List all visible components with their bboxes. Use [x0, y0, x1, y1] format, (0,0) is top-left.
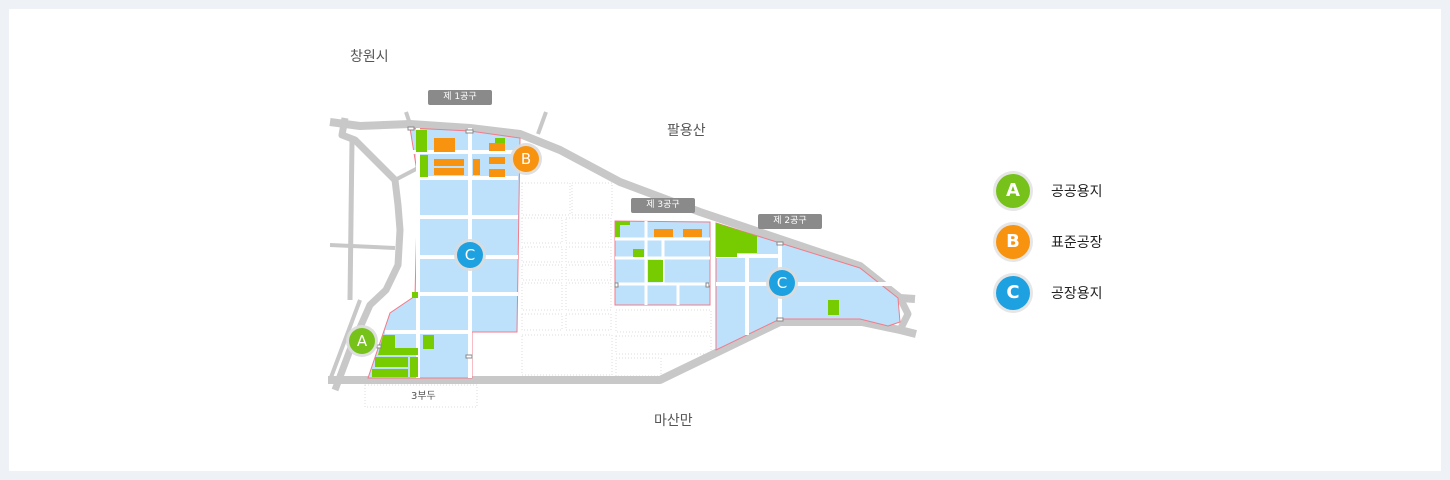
zone-3-area [614, 220, 711, 306]
zone-3-tag: 제 3공구 [631, 198, 695, 213]
label-palyongsan: 팔용산 [667, 123, 706, 139]
marker-b-standard-factory[interactable]: B [513, 146, 539, 172]
legend-badge-b: B [996, 225, 1030, 259]
legend-badge-c: C [996, 276, 1030, 310]
marker-c-zone-2[interactable]: C [769, 270, 795, 296]
background-blocks [364, 182, 712, 408]
marker-c-zone-1[interactable]: C [457, 242, 483, 268]
zone-1-tag: 제 1공구 [428, 90, 492, 105]
label-masan-bay: 마산만 [654, 413, 693, 429]
label-changwon: 창원시 [350, 49, 389, 65]
gate-markers [376, 126, 784, 359]
public-land-blocks [372, 130, 505, 377]
legend-badge-a: A [996, 174, 1030, 208]
roads [328, 111, 917, 392]
marker-a-public-land[interactable]: A [349, 328, 375, 354]
standard-factory-blocks [434, 138, 505, 177]
map-legend: A 공공용지 B 표준공장 C 공장용지 [996, 174, 1103, 327]
legend-label: 공공용지 [1051, 184, 1103, 200]
label-pier-3: 3부두 [411, 391, 436, 402]
legend-label: 표준공장 [1051, 235, 1103, 251]
zone-2-area [715, 222, 901, 351]
legend-item-standard-factory: B 표준공장 [996, 225, 1103, 259]
zone-1-area [367, 127, 521, 379]
legend-label: 공장용지 [1051, 286, 1103, 302]
legend-item-public-land: A 공공용지 [996, 174, 1103, 208]
legend-item-factory-land: C 공장용지 [996, 276, 1103, 310]
zone-2-tag: 제 2공구 [758, 214, 822, 229]
